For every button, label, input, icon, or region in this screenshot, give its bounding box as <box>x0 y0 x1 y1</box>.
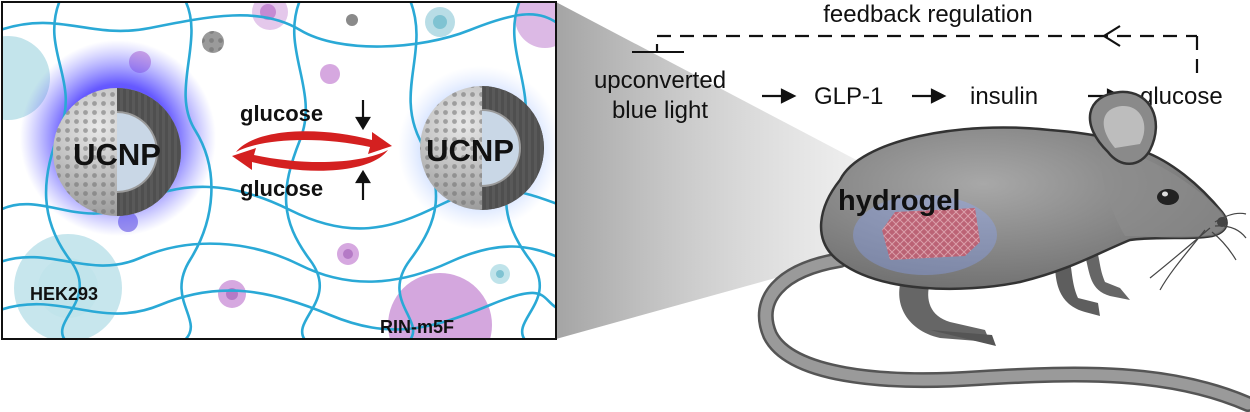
magenta-cell-rin <box>388 273 492 339</box>
hydrogel-label: hydrogel <box>838 185 960 217</box>
glp1-label: GLP-1 <box>814 83 883 110</box>
flow-arrow-2 <box>912 88 947 104</box>
glucose-label-top: glucose <box>240 101 323 126</box>
ucnp-label-right: UCNP <box>426 133 514 168</box>
rin-m5f-label: RIN-m5F <box>380 317 454 337</box>
feedback-regulation-label: feedback regulation <box>823 1 1032 28</box>
flow-arrow-1 <box>762 88 797 104</box>
upconverted-label-line1: upconverted <box>594 67 726 94</box>
mouse-icon <box>757 90 1250 412</box>
glucose-label-bottom: glucose <box>240 176 323 201</box>
projection-cone <box>556 2 905 339</box>
hydrogel-panel: UCNP UCNP glucose glucose HEK293 RIN-m5F <box>2 2 556 339</box>
insulin-label: insulin <box>970 83 1038 110</box>
glucose-increase-arrow <box>355 169 371 200</box>
ucnp-particle-icon-right <box>420 86 544 210</box>
hydrogel-panel-border <box>1 1 557 340</box>
red-exchange-arrows-icon <box>232 131 392 171</box>
upconverted-label-line2: blue light <box>612 97 708 124</box>
ucnp-particle-icon-left <box>53 88 181 216</box>
hydrogel-patch <box>882 208 980 260</box>
ucnp-label-left: UCNP <box>73 137 161 172</box>
glucose-flow-label: glucose <box>1140 83 1223 110</box>
feedback-loop <box>632 25 1199 80</box>
hek293-label: HEK293 <box>30 284 98 304</box>
glucose-decrease-arrow <box>355 100 371 131</box>
